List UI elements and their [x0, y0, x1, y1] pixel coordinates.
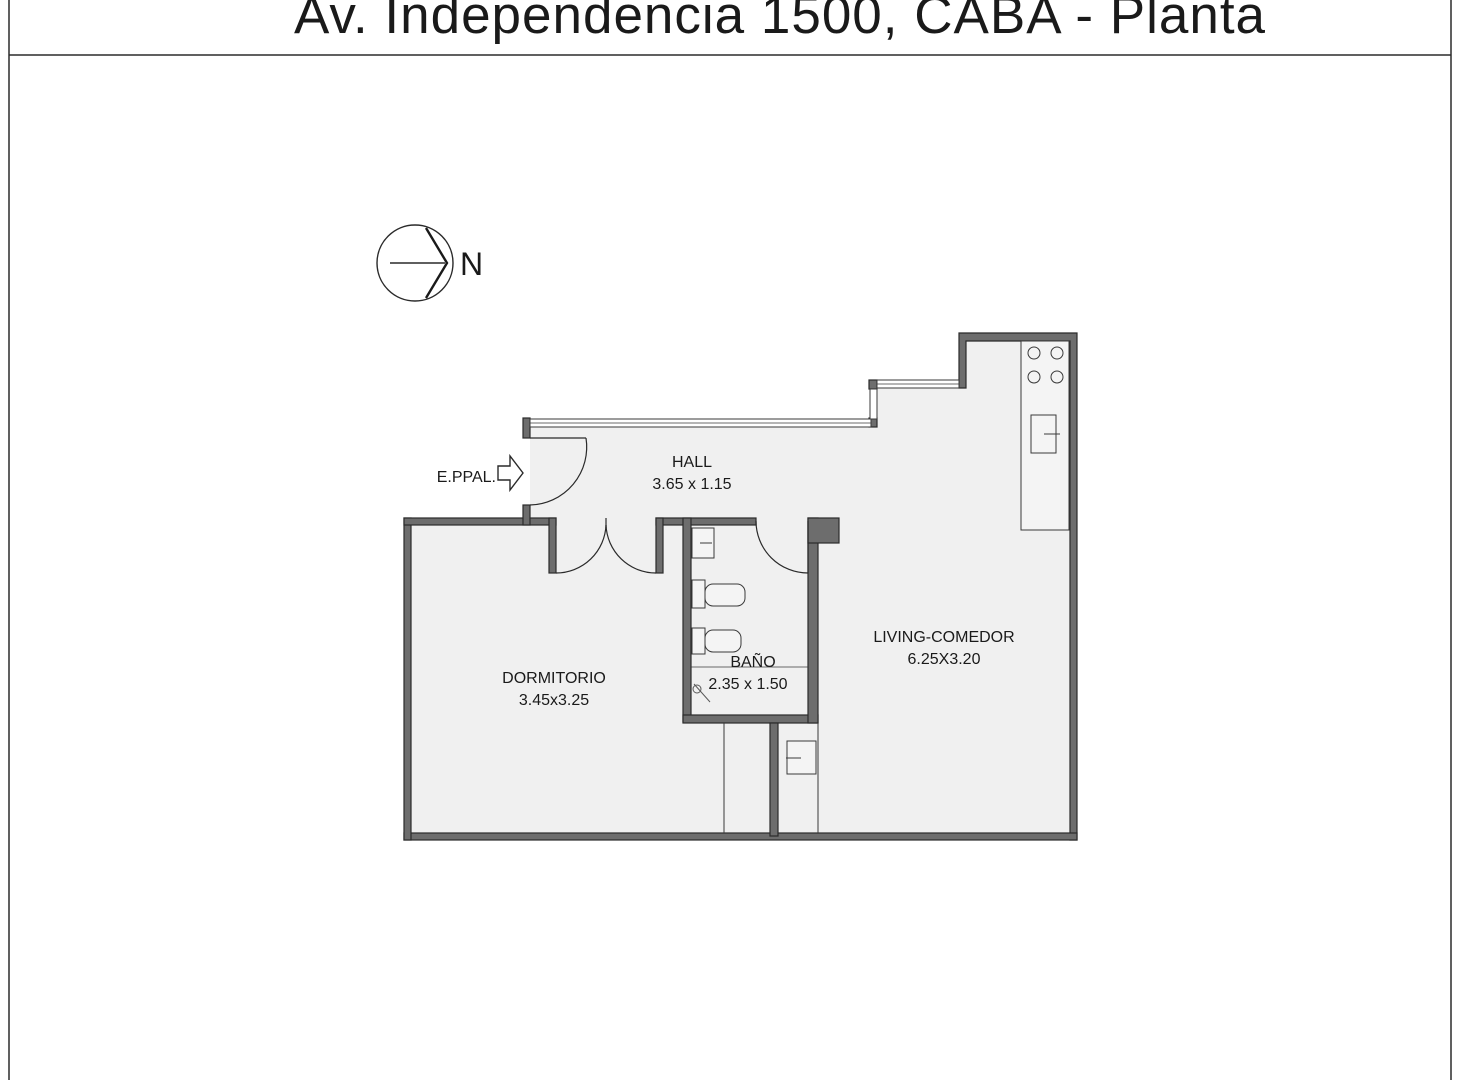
- bathroom-fixtures: [691, 527, 808, 703]
- bano-door-swing: [755, 520, 809, 574]
- shower-drain-line: [693, 683, 711, 703]
- wall-column: [807, 517, 840, 544]
- closet: [723, 723, 819, 833]
- wall-bano-left: [682, 517, 692, 723]
- windows: [529, 379, 960, 428]
- room-living-name: LIVING-COMEDOR: [873, 629, 1014, 646]
- entrance-label: E.PPAL.: [437, 469, 496, 486]
- dormitorio-door[interactable]: [555, 518, 657, 574]
- room-dormitorio-name: DORMITORIO: [502, 670, 606, 687]
- wall-entry-jamb-top: [522, 417, 531, 439]
- entrance-arrow-icon: [497, 453, 524, 493]
- entrance-marker: E.PPAL.: [437, 453, 524, 493]
- burner-icon: [1027, 346, 1041, 360]
- wall-dorm-bano-jamb: [655, 517, 664, 574]
- wall-dormitorio-jamb: [548, 517, 557, 574]
- room-hall-dims: 3.65 x 1.15: [652, 476, 731, 493]
- wall-closet-divider: [769, 722, 779, 837]
- window-post-living: [868, 379, 878, 390]
- room-dormitorio-dims: 3.45x3.25: [519, 692, 589, 709]
- burner-icon: [1027, 370, 1041, 384]
- north-label: N: [460, 246, 483, 282]
- burner-icon: [1050, 346, 1064, 360]
- north-arrow-head: [424, 227, 449, 299]
- bano-door[interactable]: [755, 520, 809, 574]
- wall-entry-jamb-bottom: [522, 504, 531, 526]
- page-title: Av. Independencia 1500, CABA - Planta: [294, 0, 1266, 45]
- room-bano-name: BAÑO: [730, 651, 775, 671]
- north-arrow: N: [376, 224, 483, 302]
- wall-bano-bottom: [682, 714, 819, 724]
- wall-living-top: [958, 332, 1078, 841]
- wall-bottom: [403, 832, 1078, 841]
- dorm-door-swing-right: [605, 524, 657, 574]
- toilet-tank-icon: [691, 579, 706, 609]
- window-living-side: [869, 388, 878, 420]
- room-labels: HALL 3.65 x 1.15 LIVING-COMEDOR 6.25X3.2…: [502, 454, 1015, 709]
- bidet-tank-icon: [691, 627, 706, 655]
- shower-head-icon: [692, 684, 702, 694]
- burner-icon: [1050, 370, 1064, 384]
- wall-dormitorio-left: [403, 517, 412, 841]
- room-living-dims: 6.25X3.20: [908, 651, 981, 668]
- wall-dormitorio-top-left: [403, 517, 557, 526]
- room-hall-name: HALL: [672, 454, 712, 471]
- dorm-door-swing-left: [555, 524, 607, 574]
- entry-door-swing: [529, 437, 588, 506]
- room-bano-dims: 2.35 x 1.50: [708, 676, 787, 693]
- bidet-bowl-icon: [704, 629, 742, 653]
- entry-door[interactable]: [529, 437, 588, 506]
- wall-bano-right: [807, 517, 819, 724]
- doors: [529, 437, 809, 574]
- toilet-bowl-icon: [704, 583, 746, 607]
- walls: [403, 332, 1078, 841]
- wall-dorm-bano-top: [655, 517, 757, 526]
- kitchen: [1020, 340, 1070, 531]
